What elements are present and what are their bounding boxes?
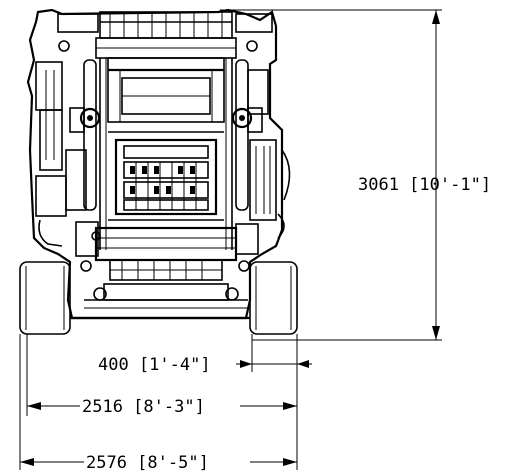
- frame-outline: [26, 8, 284, 320]
- track-gauge-dimension-label: 2516 [8'-3"]: [82, 397, 205, 417]
- top-hood: [57, 11, 273, 59]
- overall-width-dimension-label: 2576 [8'-5"]: [86, 453, 209, 473]
- height-dimension-label: 3061 [10'-1"]: [358, 175, 491, 195]
- left-track: [19, 261, 71, 335]
- lower-chassis: [70, 226, 250, 320]
- machine-front-view: [19, 8, 298, 335]
- engine-block: [108, 131, 224, 221]
- height-dimension: [220, 9, 442, 341]
- right-track: [249, 261, 298, 335]
- dimension-lines: 3061 [10'-1"] 400 [1'-4"] 2516 [8'-3"] 2…: [19, 9, 491, 473]
- track-gauge-dimension: [26, 334, 298, 416]
- track-width-dimension-label: 400 [1'-4"]: [98, 355, 211, 375]
- upper-mast: [99, 57, 233, 250]
- right-side-components: [235, 69, 291, 272]
- track-width-dimension: [236, 334, 312, 372]
- side-cylinders: [69, 59, 263, 211]
- left-side-components: [35, 61, 101, 272]
- overall-width-dimension: [19, 334, 298, 470]
